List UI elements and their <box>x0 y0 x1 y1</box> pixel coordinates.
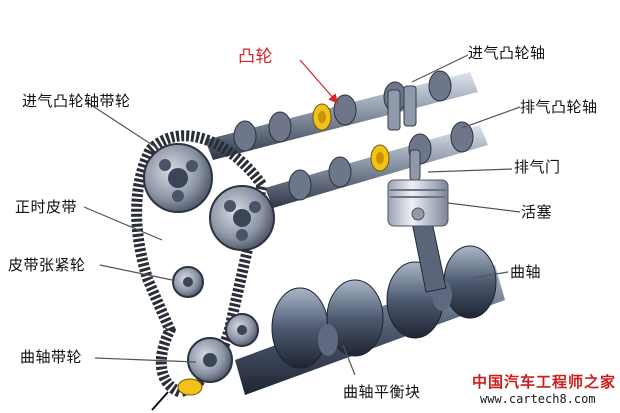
label-cam: 凸轮 <box>238 47 273 67</box>
rotation-arrow <box>151 391 169 411</box>
label-exhaust-camshaft: 排气凸轮轴 <box>520 98 598 116</box>
label-crankshaft: 曲轴 <box>510 263 542 281</box>
label-intake-camshaft: 进气凸轮轴 <box>468 44 546 62</box>
belt-tensioner <box>172 266 204 298</box>
watermark-name: 中国汽车工程师之家 <box>472 373 617 391</box>
leader-lines <box>83 54 521 376</box>
watermark-url: www.cartech8.com <box>480 392 596 406</box>
label-balance-block: 曲轴平衡块 <box>343 383 421 401</box>
exhaust-cam-pulley <box>209 185 275 251</box>
label-exhaust-valve: 排气门 <box>514 158 561 176</box>
label-intake-cam-pulley: 进气凸轮轴带轮 <box>22 92 131 110</box>
crankshaft <box>235 245 505 395</box>
valves <box>387 85 421 181</box>
label-belt-tensioner: 皮带张紧轮 <box>8 256 86 274</box>
idler-pulley <box>225 313 259 347</box>
crank-pulley <box>177 337 233 396</box>
label-piston: 活塞 <box>521 203 553 221</box>
label-timing-belt: 正时皮带 <box>15 198 78 216</box>
piston-assembly <box>387 179 449 293</box>
cam-pointer <box>299 59 339 104</box>
label-crank-pulley: 曲轴带轮 <box>20 348 83 366</box>
intake-cam-pulley <box>143 143 213 213</box>
